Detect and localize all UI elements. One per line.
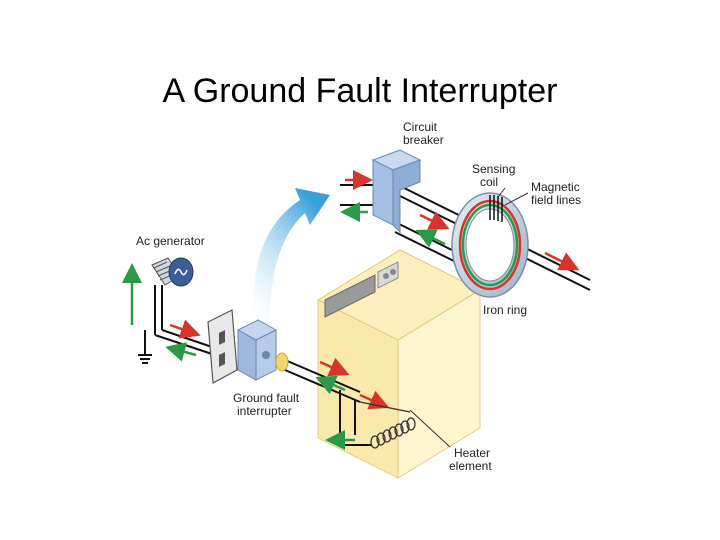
current-return-arrow [315, 375, 346, 395]
slide-title: A Ground Fault Interrupter [162, 72, 558, 110]
label-magnetic-field-lines: Magnetic field lines [531, 180, 583, 207]
heater-element-coil [359, 401, 416, 449]
label-heater-element: Heater element [449, 446, 493, 473]
current-out-arrow [544, 251, 580, 271]
circuit-breaker [371, 149, 422, 234]
current-out-arrow [319, 357, 350, 377]
leader-lines [409, 187, 529, 448]
heater-knob-icon [390, 269, 396, 275]
label-ac-generator: Ac generator [136, 234, 205, 248]
ac-generator [151, 257, 194, 287]
current-out-arrow [419, 211, 450, 230]
fault-flow-arrow-icon [253, 188, 330, 320]
heater-appliance [316, 249, 482, 479]
current-out-arrow [169, 319, 201, 339]
label-sensing-coil: Sensing coil [472, 162, 519, 189]
wall-outlet [207, 309, 238, 384]
current-flow-arrows [122, 170, 580, 450]
ground-fault-interrupter-device [236, 319, 289, 381]
sine-wave-icon [174, 268, 188, 276]
current-out-arrow [359, 390, 390, 410]
heater-knob-icon [383, 273, 389, 279]
current-return-arrow [165, 342, 197, 362]
label-iron-ring: Iron ring [483, 303, 527, 317]
label-circuit-breaker: Circuit breaker [403, 120, 444, 147]
iron-ring [451, 192, 529, 298]
current-return-arrow [415, 229, 446, 248]
plug-cord-icon [275, 352, 289, 372]
reset-button-icon [262, 351, 270, 359]
sensing-coil-icon [489, 195, 503, 222]
label-ground-fault-interrupter: Ground fault interrupter [233, 391, 302, 418]
